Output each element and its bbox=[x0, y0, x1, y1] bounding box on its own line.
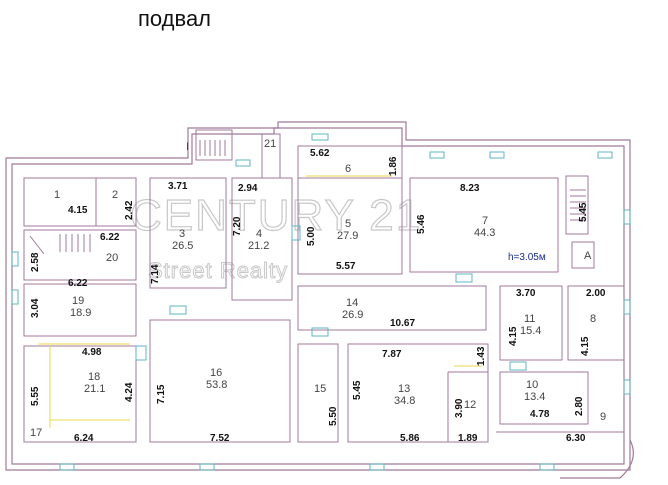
room-20-number: 20 bbox=[106, 252, 118, 264]
dim-1-43: 1.43 bbox=[476, 346, 487, 366]
ceiling-height-note: h=3.05м bbox=[508, 252, 546, 263]
dim-7-87: 7.87 bbox=[382, 349, 402, 360]
dim-4-98: 4.98 bbox=[82, 347, 102, 358]
dim-7-15: 7.15 bbox=[156, 384, 167, 404]
room-16-area: 53.8 bbox=[206, 379, 227, 391]
room-5-area: 27.9 bbox=[337, 230, 358, 242]
room-14-number: 14 bbox=[346, 297, 358, 309]
dim-2-58: 2.58 bbox=[30, 252, 41, 272]
room-14-area: 26.9 bbox=[342, 309, 363, 321]
room-3-area: 26.5 bbox=[172, 240, 193, 252]
room-A-number: A bbox=[584, 250, 592, 262]
dim-5-00: 5.00 bbox=[306, 226, 317, 246]
dim-6-22a: 6.22 bbox=[100, 232, 120, 243]
dimension-lines bbox=[38, 175, 482, 428]
dim-4-15c: 4.15 bbox=[580, 336, 591, 356]
dim-7-52: 7.52 bbox=[210, 433, 230, 444]
room-11-number: 11 bbox=[524, 313, 535, 325]
dim-5-55: 5.55 bbox=[30, 386, 41, 406]
dim-4-15a: 4.15 bbox=[68, 205, 88, 216]
dim-3-70: 3.70 bbox=[516, 288, 536, 299]
dim-2-94: 2.94 bbox=[238, 183, 258, 194]
dim-2-80: 2.80 bbox=[574, 396, 585, 416]
room-18-number: 18 bbox=[88, 371, 100, 383]
room-7-number: 7 bbox=[482, 215, 488, 227]
stairs-left bbox=[29, 234, 91, 255]
dim-5-46: 5.46 bbox=[416, 214, 427, 234]
dim-5-45b: 5.45 bbox=[352, 380, 363, 400]
dim-5-86: 5.86 bbox=[400, 433, 420, 444]
room-7-area: 44.3 bbox=[474, 227, 495, 239]
watermark-line2: Street Realty bbox=[148, 258, 288, 283]
room-8-number: 8 bbox=[590, 313, 596, 325]
dim-1-86: 1.86 bbox=[388, 156, 399, 176]
dim-3-04: 3.04 bbox=[30, 298, 41, 318]
watermark-line1: CENTURY 21 bbox=[130, 191, 422, 240]
dim-2-00: 2.00 bbox=[586, 288, 606, 299]
outer-walls bbox=[5, 121, 634, 479]
dim-7-20: 7.20 bbox=[232, 216, 243, 236]
dim-3-71: 3.71 bbox=[168, 181, 188, 192]
room-3-number: 3 bbox=[179, 228, 185, 240]
dim-4-24: 4.24 bbox=[124, 382, 135, 402]
room-1-number: 1 bbox=[54, 189, 60, 201]
room-19-area: 18.9 bbox=[70, 307, 91, 319]
windows bbox=[11, 133, 631, 471]
dim-7-14: 7.14 bbox=[150, 264, 161, 284]
dim-6-24: 6.24 bbox=[74, 433, 94, 444]
stairs-top bbox=[199, 140, 226, 156]
room-16-number: 16 bbox=[210, 367, 222, 379]
room-12-number: 12 bbox=[464, 399, 476, 411]
dim-8-23: 8.23 bbox=[460, 183, 480, 194]
room-10-area: 13.4 bbox=[524, 391, 545, 403]
dim-5-62: 5.62 bbox=[310, 148, 330, 159]
room-labels: 1 2 3 26.5 4 21.2 5 27.9 6 7 44.3 8 9 10… bbox=[30, 138, 606, 439]
room-10-number: 10 bbox=[526, 379, 538, 391]
room-5-number: 5 bbox=[345, 218, 351, 230]
room-I-number: I bbox=[186, 141, 189, 153]
dim-5-50: 5.50 bbox=[328, 406, 339, 426]
interior-walls bbox=[23, 129, 625, 443]
room-2-number: 2 bbox=[112, 189, 118, 201]
room-17-number: 17 bbox=[30, 427, 42, 439]
dim-5-45a: 5.45 bbox=[578, 202, 589, 222]
room-6-number: 6 bbox=[345, 163, 351, 175]
dim-4-78: 4.78 bbox=[530, 409, 550, 420]
room-13-area: 34.8 bbox=[394, 395, 415, 407]
room-13-number: 13 bbox=[398, 383, 410, 395]
room-4-area: 21.2 bbox=[248, 240, 269, 252]
room-15-number: 15 bbox=[314, 383, 326, 395]
room-19-number: 19 bbox=[72, 295, 84, 307]
dim-5-57: 5.57 bbox=[336, 261, 356, 272]
room-9-number: 9 bbox=[600, 411, 606, 423]
dim-1-89: 1.89 bbox=[458, 433, 478, 444]
stairs-right bbox=[570, 189, 586, 221]
dimensions: 5.62 3.71 2.94 8.23 4.15 6.22 6.22 5.57 … bbox=[30, 148, 606, 444]
room-11-area: 15.4 bbox=[520, 325, 541, 337]
dim-2-42: 2.42 bbox=[124, 200, 135, 220]
dim-10-67: 10.67 bbox=[390, 318, 415, 329]
room-21-number: 21 bbox=[264, 138, 276, 150]
room-4-number: 4 bbox=[256, 228, 262, 240]
dim-3-90: 3.90 bbox=[454, 398, 465, 418]
dim-6-30: 6.30 bbox=[566, 433, 586, 444]
room-18-area: 21.1 bbox=[84, 383, 105, 395]
plan-title: подвал bbox=[138, 6, 212, 31]
dim-4-15b: 4.15 bbox=[508, 326, 519, 346]
dim-6-22b: 6.22 bbox=[68, 278, 88, 289]
